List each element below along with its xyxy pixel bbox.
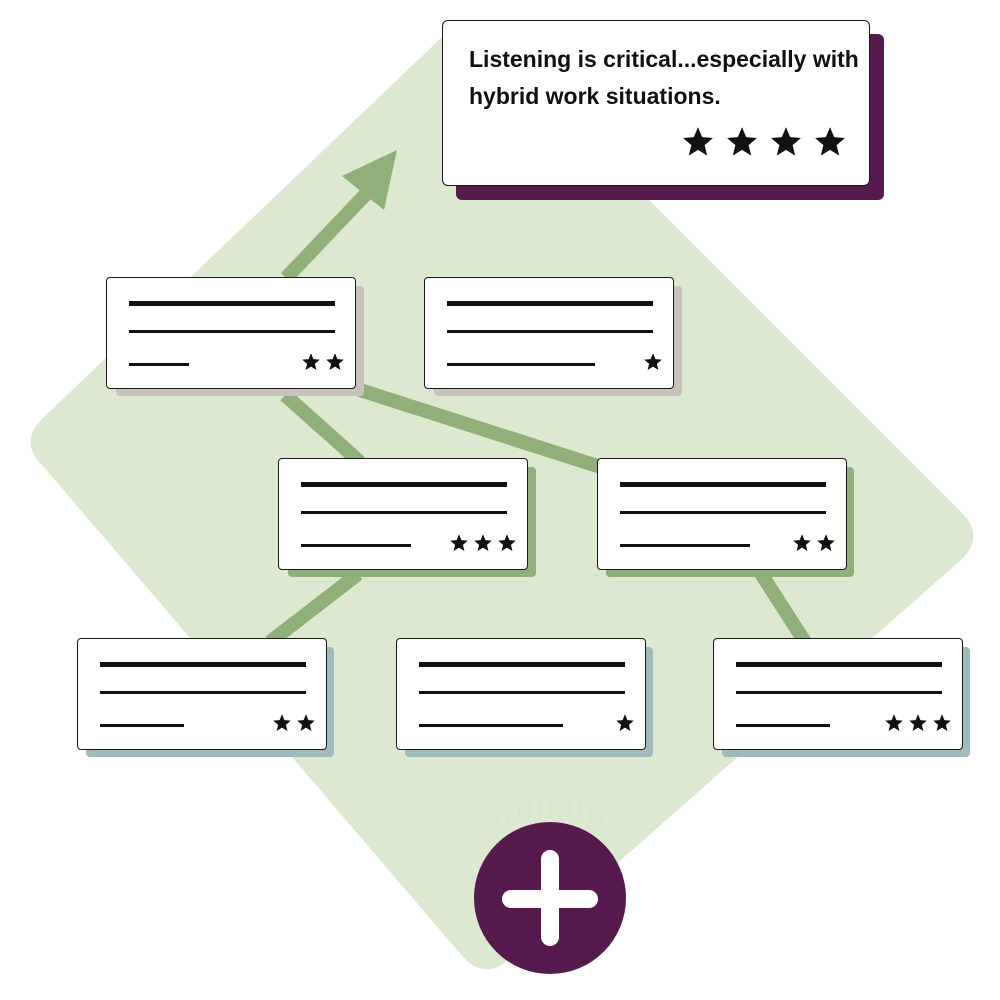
star-icon	[793, 534, 811, 551]
feedback-card[interactable]	[396, 638, 646, 750]
card-text-line	[736, 724, 830, 727]
burst-rays	[496, 799, 604, 825]
connector-line	[280, 189, 372, 283]
star-icon	[297, 714, 315, 731]
star-rating	[884, 713, 952, 733]
star-icon	[474, 534, 492, 551]
star-icon	[498, 534, 516, 551]
feedback-card[interactable]	[597, 458, 847, 570]
card-text-line	[620, 511, 826, 514]
star-icon	[815, 127, 845, 156]
card-text-line	[301, 511, 507, 514]
star-icon	[616, 714, 634, 731]
connector-line	[754, 568, 811, 646]
feedback-card[interactable]	[278, 458, 528, 570]
feedback-card[interactable]	[106, 277, 356, 389]
star-rating	[449, 533, 517, 553]
connector-lines	[265, 189, 811, 648]
star-icon	[885, 714, 903, 731]
card-text-line	[419, 662, 625, 667]
card-text-line	[419, 724, 563, 727]
connector-line	[357, 383, 613, 477]
star-icon	[727, 127, 757, 156]
star-icon	[933, 714, 951, 731]
up-arrow-icon	[342, 150, 397, 210]
card-text-line	[100, 662, 306, 667]
star-rating	[272, 713, 316, 733]
card-text-line	[419, 691, 625, 694]
star-icon	[450, 534, 468, 551]
connector-line	[265, 568, 363, 648]
add-button[interactable]	[474, 822, 626, 974]
feedback-card[interactable]	[77, 638, 327, 750]
star-icon	[909, 714, 927, 731]
card-text-line	[736, 662, 942, 667]
star-icon	[326, 353, 344, 370]
card-text-line	[100, 724, 184, 727]
card-text-line	[129, 330, 335, 333]
card-text-line	[736, 691, 942, 694]
star-icon	[644, 353, 662, 370]
star-icon	[683, 127, 713, 156]
feedback-card[interactable]	[713, 638, 963, 750]
card-text-line	[447, 301, 653, 306]
card-text-line	[620, 544, 750, 547]
star-rating	[615, 713, 635, 733]
card-text-line	[620, 482, 826, 487]
card-text-line	[447, 330, 653, 333]
quote-card: Listening is critical...especially with …	[442, 20, 870, 186]
card-text-line	[301, 544, 411, 547]
star-icon	[817, 534, 835, 551]
feedback-card[interactable]	[424, 277, 674, 389]
star-rating	[301, 352, 345, 372]
card-text-line	[129, 363, 189, 366]
star-rating	[643, 352, 663, 372]
star-rating	[792, 533, 836, 553]
connector-line	[280, 389, 365, 468]
card-text-line	[129, 301, 335, 306]
star-icon	[273, 714, 291, 731]
star-icon	[771, 127, 801, 156]
quote-star-rating	[681, 125, 847, 159]
card-text-line	[301, 482, 507, 487]
star-icon	[302, 353, 320, 370]
quote-text: Listening is critical...especially with …	[469, 46, 859, 109]
card-text-line	[447, 363, 595, 366]
card-text-line	[100, 691, 306, 694]
